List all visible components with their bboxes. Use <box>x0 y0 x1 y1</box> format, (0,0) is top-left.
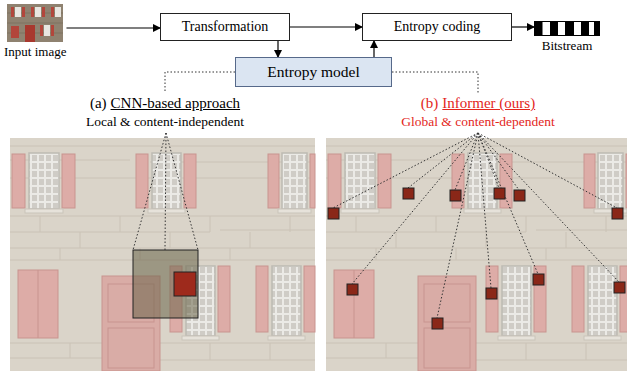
flow-arrow <box>512 26 534 27</box>
node-text: Input image <box>4 45 66 60</box>
caption-label: Global & content-dependent <box>401 114 555 130</box>
node-text: Entropy model <box>267 63 360 81</box>
process-box: Entropy coding <box>362 13 512 41</box>
label-row: (b)Informer (ours) <box>421 95 535 112</box>
flow-arrow <box>373 41 374 57</box>
caption-label: (a) <box>90 95 107 112</box>
label-row: Global & content-dependent <box>401 114 555 130</box>
label-row: (a)CNN-based approach <box>90 95 240 112</box>
node-text: Entropy coding <box>394 19 481 35</box>
bitstream: Bitstream <box>534 21 600 54</box>
caption-label: Local & content-independent <box>86 114 244 130</box>
caption-label: (b) <box>421 95 439 112</box>
bitstream-bar <box>534 21 600 36</box>
flow-arrow <box>290 26 362 27</box>
input-thumbnail <box>7 4 63 42</box>
flow-arrow <box>277 41 278 57</box>
label-row: Local & content-independent <box>86 114 244 130</box>
node-text: Bitstream <box>542 39 593 54</box>
model-box: Entropy model <box>235 57 392 87</box>
caption-label: Informer (ours) <box>442 95 535 112</box>
input-image: Input image <box>4 4 66 60</box>
node-text: Transformation <box>182 19 269 35</box>
process-box: Transformation <box>160 13 290 41</box>
flow-arrow <box>66 27 160 28</box>
caption-label: CNN-based approach <box>111 95 241 112</box>
